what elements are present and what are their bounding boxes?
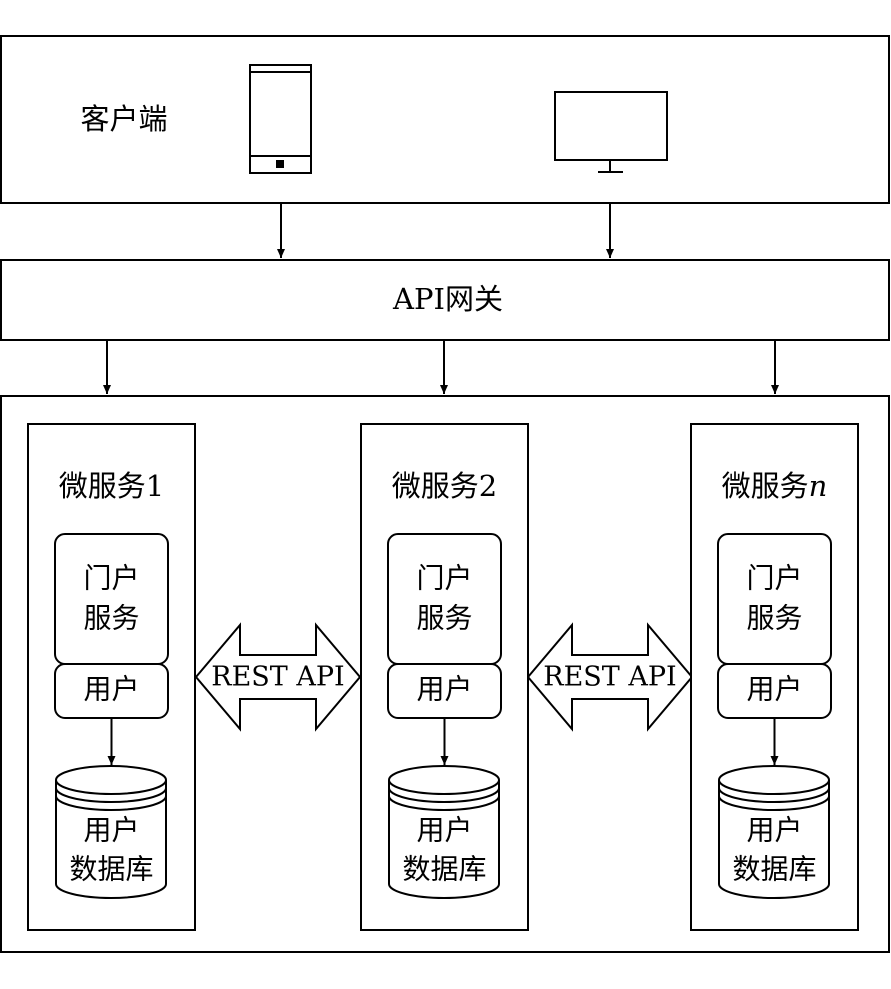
portal-service-label-line1: 门户 <box>83 562 139 595</box>
phone-icon <box>249 64 312 174</box>
database-label-line1: 用户 <box>746 814 802 847</box>
portal-service-label-line1: 门户 <box>746 562 802 595</box>
microservice-columns: 微服务1门户服务用户用户数据库微服务2门户服务用户用户数据库微服务n门户服务用户… <box>27 423 859 931</box>
microservice-title-main: 微服务 <box>392 469 479 503</box>
microservice-title: 微服务1 <box>59 469 164 503</box>
portal-service-label-line2: 服务 <box>746 602 802 635</box>
portal-service-box <box>54 533 169 665</box>
microservice-title: 微服务2 <box>392 469 497 503</box>
user-label: 用户 <box>416 673 472 706</box>
client-label: 客户端 <box>80 102 167 136</box>
database-label-line2: 数据库 <box>402 853 486 886</box>
portal-service-label-line1: 门户 <box>416 562 472 595</box>
portal-service-label-line2: 服务 <box>416 602 472 635</box>
microservice-title-suffix: 2 <box>479 469 497 503</box>
rest-api-label: REST API <box>543 662 676 693</box>
database-icon <box>388 765 500 899</box>
database-icon <box>55 765 167 899</box>
user-label: 用户 <box>83 673 139 706</box>
database-label-line1: 用户 <box>83 814 139 847</box>
rest-api-connector-1: REST API <box>194 622 362 732</box>
client-box <box>0 35 890 204</box>
rest-api-label: REST API <box>211 662 344 693</box>
microservice-title: 微服务n <box>722 469 828 503</box>
gateway-box <box>0 259 890 341</box>
microservice-title-main: 微服务 <box>59 469 146 503</box>
monitor-icon <box>554 91 668 173</box>
database-label-line2: 数据库 <box>732 853 816 886</box>
database-label-line2: 数据库 <box>69 853 153 886</box>
user-label: 用户 <box>746 673 802 706</box>
microservice-title-suffix: n <box>809 469 828 503</box>
client-layer: 客户端 <box>0 35 890 204</box>
gateway-label: API网关 <box>392 282 503 316</box>
rest-api-connector-2: REST API <box>526 622 694 732</box>
microservice-title-suffix: 1 <box>146 469 164 503</box>
database-label-line1: 用户 <box>416 814 472 847</box>
database-icon <box>718 765 830 899</box>
gateway-layer: API网关 <box>0 259 890 341</box>
portal-service-label-line2: 服务 <box>83 602 139 635</box>
portal-service-box <box>717 533 832 665</box>
portal-service-box <box>387 533 502 665</box>
microservice-title-main: 微服务 <box>722 469 809 503</box>
